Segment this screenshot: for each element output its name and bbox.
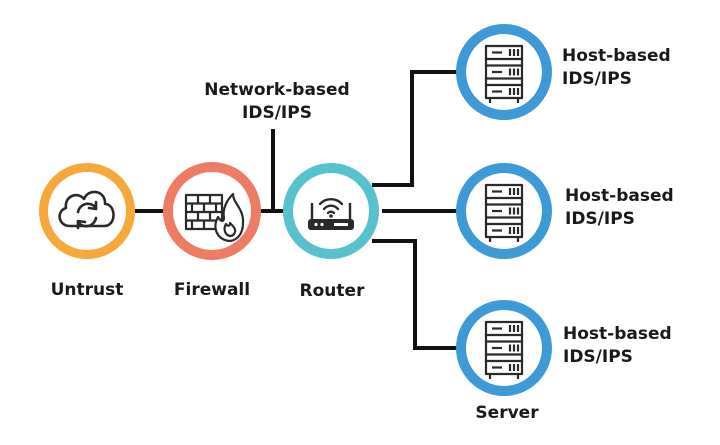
router-node	[283, 163, 379, 259]
server-rack-icon	[484, 44, 524, 103]
network-ids-line2: IDS/IPS	[242, 103, 312, 123]
host-ids-3-line2: IDS/IPS	[563, 347, 633, 367]
firewall-node	[163, 162, 261, 260]
host-ids-label-1: Host-based IDS/IPS	[562, 45, 671, 91]
host-ids-2-line2: IDS/IPS	[565, 209, 635, 229]
network-ids-label: Network-based IDS/IPS	[204, 79, 349, 125]
host-ids-1-line1: Host-based	[562, 46, 671, 66]
server-node-1	[456, 24, 552, 120]
untrust-label: Untrust	[50, 280, 124, 300]
untrust-node	[39, 163, 135, 259]
wifi-router-icon	[308, 198, 354, 230]
server-node-3	[456, 300, 552, 396]
untrust-inner	[48, 172, 126, 250]
firewall-icon	[184, 192, 245, 243]
network-ids-line1: Network-based	[204, 80, 350, 100]
host-ids-3-line1: Host-based	[563, 324, 672, 344]
cloud-sync-icon	[58, 190, 115, 230]
server-rack-icon	[484, 320, 524, 379]
link-router-host-3	[372, 239, 464, 350]
server-rack-icon	[484, 183, 524, 242]
host-ids-label-2: Host-based IDS/IPS	[565, 185, 674, 231]
server-node-2	[456, 163, 552, 259]
host-ids-1-line2: IDS/IPS	[562, 69, 632, 89]
server-label: Server	[475, 403, 539, 423]
link-router-host-1	[372, 70, 464, 187]
connection-lines	[135, 70, 464, 350]
host-ids-label-3: Host-based IDS/IPS	[563, 323, 672, 369]
router-label: Router	[299, 281, 365, 301]
host-ids-2-line1: Host-based	[565, 186, 674, 206]
firewall-label: Firewall	[173, 280, 251, 300]
